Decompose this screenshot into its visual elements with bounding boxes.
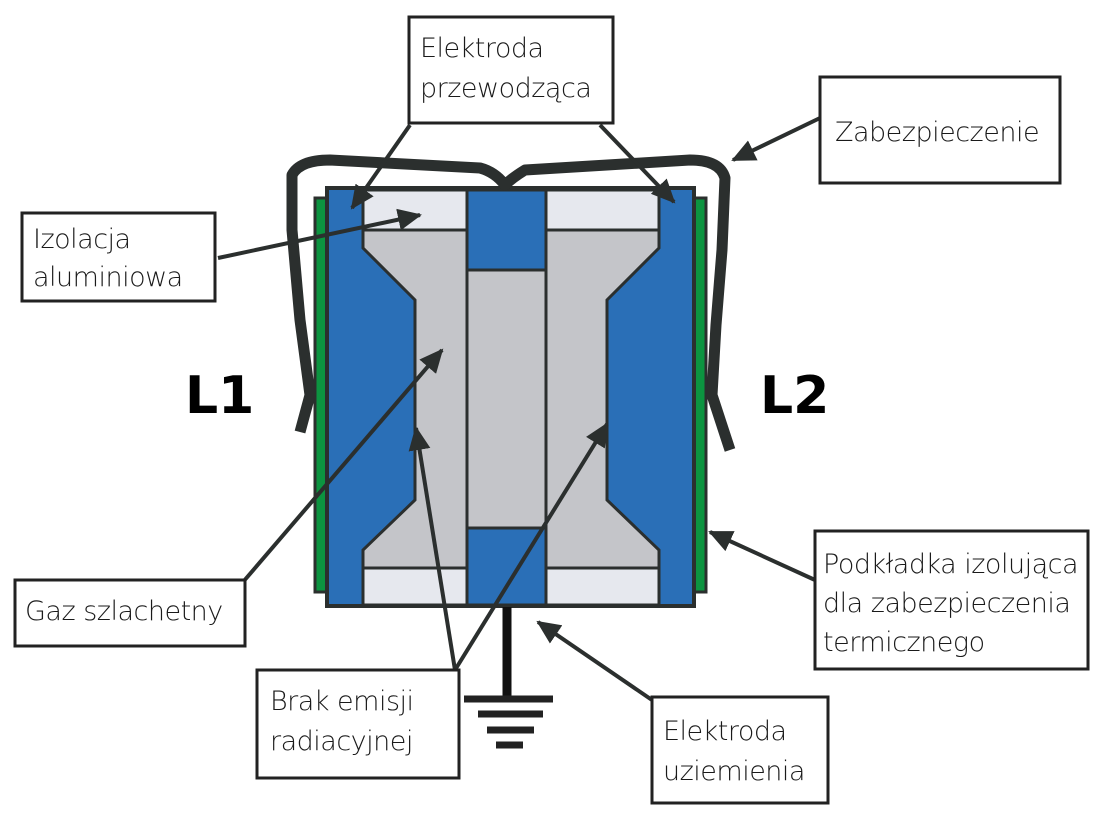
terminal-label-l1: L1: [185, 366, 254, 426]
alumina-insulation-bottom-right: [544, 566, 661, 607]
gas-chamber-center: [465, 268, 548, 530]
label-protection: Zabezpieczenie: [818, 75, 1062, 185]
leader-noble-gas: [241, 348, 444, 584]
svg-text:aluminiowa: aluminiowa: [33, 262, 183, 293]
svg-text:Elektroda: Elektroda: [663, 716, 787, 747]
svg-text:przewodząca: przewodząca: [420, 73, 591, 104]
conductive-electrode-top: [465, 188, 548, 272]
leader-protection: [731, 116, 821, 162]
svg-text:Elektroda: Elektroda: [420, 33, 544, 64]
svg-text:radiacyjnej: radiacyjnej: [270, 726, 413, 757]
svg-text:Brak emisji: Brak emisji: [270, 686, 414, 717]
thermal-protection-clip: [286, 154, 736, 452]
leader-no-radiation-right: [453, 422, 609, 672]
leader-ground-electrode: [536, 620, 654, 702]
svg-text:Zabezpieczenie: Zabezpieczenie: [835, 117, 1039, 148]
label-conductive-electrode: Elektroda przewodząca: [407, 15, 615, 125]
label-insulating-pad: Podkładka izolująca dla zabezpieczenia t…: [813, 529, 1090, 671]
svg-text:dla zabezpieczenia: dla zabezpieczenia: [823, 588, 1070, 619]
label-noble-gas: Gaz szlachetny: [13, 578, 247, 648]
svg-text:Gaz szlachetny: Gaz szlachetny: [25, 596, 223, 627]
svg-text:uziemienia: uziemienia: [663, 756, 805, 787]
svg-text:Podkładka izolująca: Podkładka izolująca: [823, 549, 1078, 580]
label-alumina-insulation: Izolacja aluminiowa: [20, 211, 217, 303]
leader-no-radiation-left: [408, 426, 457, 671]
gas-chamber-right: [544, 228, 661, 570]
alumina-insulation-bottom-left: [361, 566, 469, 607]
leader-alumina-insulation: [217, 208, 422, 260]
svg-text:Izolacja: Izolacja: [33, 224, 131, 255]
leader-conductive-electrode-right: [598, 123, 676, 204]
svg-text:termicznego: termicznego: [823, 627, 985, 658]
leader-insulating-pad: [708, 530, 816, 582]
leader-conductive-electrode-left: [350, 123, 412, 210]
label-no-radiation: Brak emisji radiacyjnej: [255, 668, 461, 780]
alumina-insulation-top-right: [544, 188, 661, 232]
label-ground-electrode: Elektroda uziemienia: [650, 695, 830, 805]
terminal-label-l2: L2: [760, 366, 829, 426]
